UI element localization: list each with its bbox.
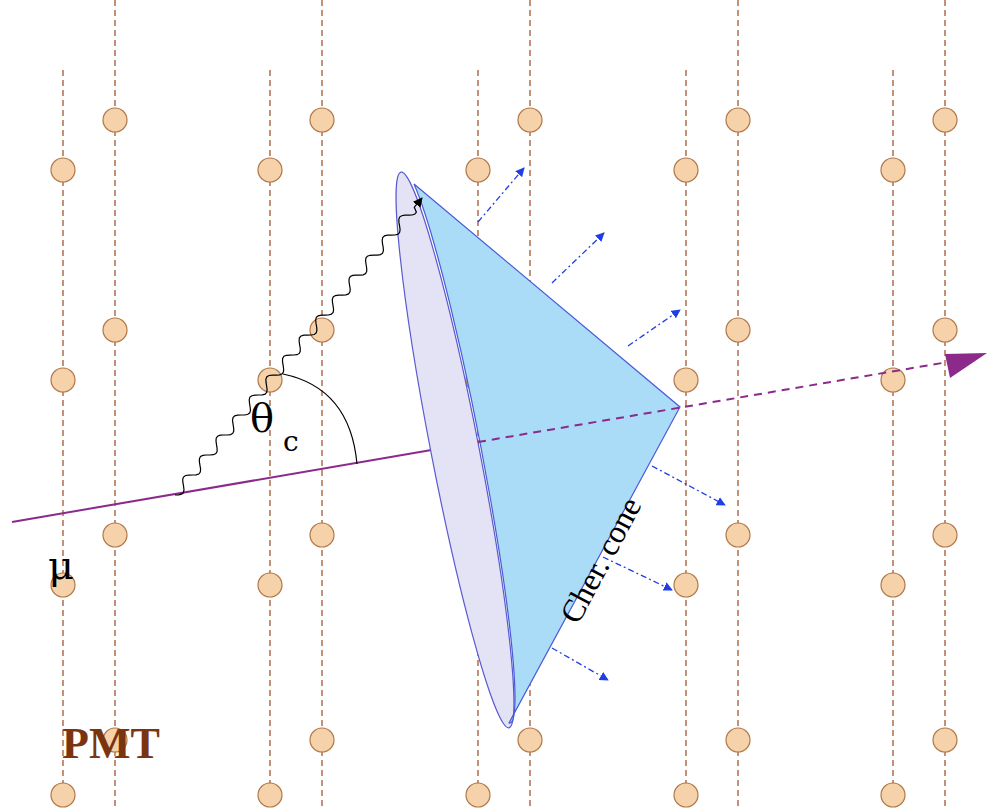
- pmt-module: [674, 158, 698, 182]
- cherenkov-cone: [414, 184, 680, 723]
- pmt-module: [258, 158, 282, 182]
- pmt-module: [310, 523, 334, 547]
- pmt-module: [466, 783, 490, 807]
- pmt-module: [310, 728, 334, 752]
- pmt-module: [258, 783, 282, 807]
- pmt-module: [103, 523, 127, 547]
- muon-track: [12, 442, 478, 522]
- angle-symbol: θ: [250, 398, 274, 438]
- pmt-module: [51, 158, 75, 182]
- pmt-module: [103, 318, 127, 342]
- pmt-module: [518, 108, 542, 132]
- pmt-module: [933, 523, 957, 547]
- pmt-module: [51, 783, 75, 807]
- pmt-label: PMT: [62, 722, 160, 766]
- photon-wave: [175, 198, 422, 495]
- pmt-module: [726, 318, 750, 342]
- pmt-module: [674, 368, 698, 392]
- pmt-module: [726, 108, 750, 132]
- pmt-module: [674, 783, 698, 807]
- pmt-module: [103, 108, 127, 132]
- pmt-module: [881, 573, 905, 597]
- pmt-module: [726, 523, 750, 547]
- pmt-module: [933, 728, 957, 752]
- muon-label: μ: [48, 545, 74, 585]
- pmt-module: [258, 368, 282, 392]
- photon-arrows: [478, 168, 725, 680]
- pmt-modules: [51, 108, 957, 807]
- pmt-module: [310, 108, 334, 132]
- pmt-module: [51, 368, 75, 392]
- pmt-module: [881, 783, 905, 807]
- pmt-module: [674, 573, 698, 597]
- pmt-module: [310, 318, 334, 342]
- pmt-module: [258, 573, 282, 597]
- detector-strings: [63, 0, 945, 810]
- pmt-module: [933, 318, 957, 342]
- pmt-module: [518, 728, 542, 752]
- muon-track-extension: [478, 362, 948, 442]
- angle-subscript: c: [283, 428, 299, 456]
- pmt-module: [933, 108, 957, 132]
- angle-arc: [283, 374, 357, 464]
- pmt-module: [881, 158, 905, 182]
- muon-arrowhead: [945, 353, 987, 378]
- pmt-module: [726, 728, 750, 752]
- pmt-module: [466, 158, 490, 182]
